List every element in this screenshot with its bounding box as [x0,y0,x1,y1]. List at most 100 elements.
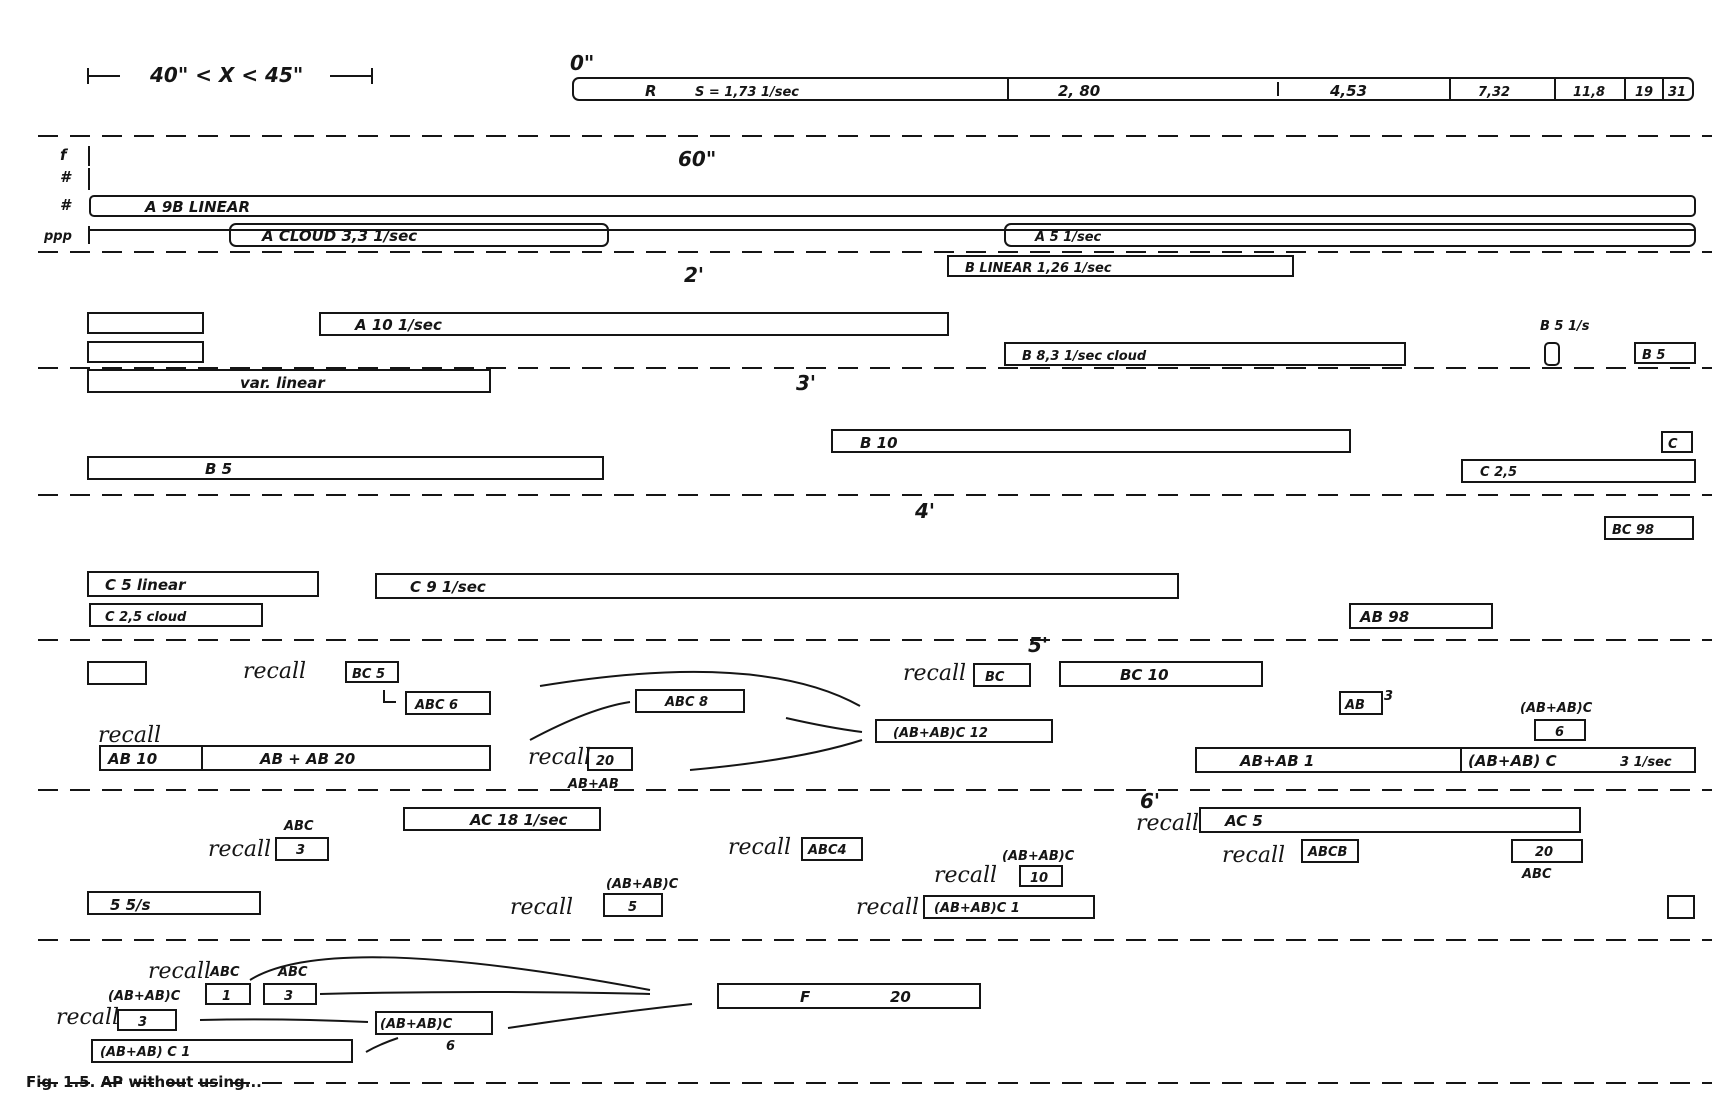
abc4-label: ABC4 [807,843,847,858]
c-cloud-label: C 2,5 cloud [105,610,187,625]
r-seg-19: 19 [1635,85,1653,100]
ab-ab-c-label-2: (AB+AB)C [606,877,679,892]
row-recall-section-2: AC 18 1/sec ABC recall 3 recall ABC4 (AB… [87,807,1695,920]
bc-box-label: BC [985,670,1005,685]
a-linear-label: A 9B LINEAR [144,198,250,216]
abc-8-label: ABC 8 [664,695,708,710]
ab-ab-c-row8-label: (AB+AB)C [108,989,181,1004]
range-indicator: 40" < X < 45" [87,63,373,87]
ab-ab-c3-label: (AB+AB) C [1468,752,1557,770]
ab-ab20-label: AB + AB 20 [259,750,355,768]
time-marker-2: 2' [684,263,704,287]
r-seg-4-53: 4,53 [1329,82,1367,100]
n5-label: 5 [628,900,637,915]
n20b-label: 20 [1535,845,1553,860]
ab10-label: AB 10 [107,750,157,768]
recall-text-9: recall [1222,843,1285,868]
b-linear-label: B LINEAR 1,26 1/sec [965,261,1112,276]
section-dividers [38,135,1712,1084]
abc-l1-label: ABC [209,965,240,980]
n20-label: 20 [596,754,614,769]
recall-text-2: recall [903,661,966,686]
f-label: F [800,988,811,1006]
recall-text-1: recall [243,659,306,684]
n3b-label: 3 [138,1015,147,1030]
ab-ab-c2-label: (AB+AB)C [380,1017,453,1032]
recall-text-8: recall [1136,811,1199,836]
r-label: R [645,82,657,100]
b-5-label: B 5 [205,460,232,478]
abcb-label: ABCB [1307,845,1348,860]
range-label: 40" < X < 45" [149,63,303,87]
recall-text-7: recall [934,863,997,888]
ac5-label: AC 5 [1224,812,1263,830]
ac18-label: AC 18 1/sec [469,811,567,829]
time-marker-60: 60" [678,147,716,171]
rate3-label: 3 1/sec [1620,755,1672,770]
recall-text-11: recall [856,895,919,920]
row-recall-section-1: recall BC 5 ABC 6 ABC 8 (AB+AB)C 12 reca… [87,659,1696,792]
n3-label: 3 [296,843,305,858]
r-rate: S = 1,73 1/sec [695,85,799,100]
n10-label: 10 [1030,871,1048,886]
dynamics-column: f # # ppp [43,146,90,244]
time-marker-4: 4' [914,499,935,523]
a-10-label: A 10 1/sec [354,316,442,334]
ab-ab-c1-row8-label: (AB+AB) C 1 [100,1045,190,1060]
time-marker-6: 6' [1140,789,1160,813]
recall-text-6: recall [728,835,791,860]
f-value: 20 [890,988,911,1006]
bc10-label: BC 10 [1120,666,1169,684]
r-seg-2-80: 2, 80 [1058,82,1100,100]
r-seg-11-8: 11,8 [1573,85,1605,100]
dynamic-f: f [60,146,69,164]
a-cloud-label: A CLOUD 3,3 1/sec [261,227,417,245]
dynamic-sharp-2: # [60,196,72,214]
row-c-5: BC 98 C 5 linear C 9 1/sec C 2,5 cloud A… [87,516,1694,629]
abc-label-1: ABC [283,819,314,834]
figure-caption: Fig. 1.5. AP without using... [26,1073,262,1091]
dynamic-ppp: ppp [43,229,72,244]
time-marker-0: 0" [570,51,594,75]
n3-row8-label: 3 [284,989,293,1004]
ab-ab-c12-label: (AB+AB)C 12 [893,726,988,741]
six-box-label: 6 [1555,725,1564,740]
s5-label: 5 5/s [110,896,151,914]
row-a-linear: A 9B LINEAR A CLOUD 3,3 1/sec A 5 1/sec … [89,195,1696,277]
recall-text-5: recall [208,837,271,862]
dynamic-sharp-1: # [60,168,72,186]
abc-sub-label: ABC [1521,867,1552,882]
ab-98-label: AB 98 [1359,608,1409,626]
recall-text-3: recall [98,723,161,748]
c-5-linear-label: C 5 linear [105,576,187,594]
recall-text-13: recall [56,1005,119,1030]
row-final-section: recall ABC ABC 1 3 (AB+AB)C recall 3 (AB… [56,956,981,1063]
ab-ab-c-label: (AB+AB)C [1520,701,1593,716]
var-linear-label: var. linear [240,374,326,392]
ab3-exponent: 3 [1384,689,1393,704]
b-10-label: B 10 [860,434,898,452]
row-b-5: B 5 B 10 C 2,5 C [87,429,1696,483]
abc6-label: ABC 6 [414,698,458,713]
ab-ab1-label: AB+AB 1 [1239,752,1314,770]
ab-ab-c1-label: (AB+AB)C 1 [934,901,1020,916]
time-marker-3: 3' [796,371,816,395]
abc-l2-label: ABC [277,965,308,980]
b-5-right-label: B 5 [1642,348,1665,363]
r-seg-31: 31 [1668,85,1686,100]
bc5-label: BC 5 [352,667,385,682]
ab-ab-sub-label: AB+AB [567,777,619,792]
c-9-label: C 9 1/sec [410,578,486,596]
c-box-label: C [1668,437,1678,452]
recall-text-10: recall [510,895,573,920]
time-marker-5: 5' [1028,633,1048,657]
ab-ab-c-label-1: (AB+AB)C [1002,849,1075,864]
b-5-sec-label: B 5 1/s [1540,319,1590,334]
n1-label: 1 [222,989,231,1004]
c-2-5-label: C 2,5 [1480,465,1517,480]
row-a-10: A 10 1/sec B 8,3 1/sec cloud var. linear… [87,312,1696,393]
ab3-label: AB [1344,698,1365,713]
b-cloud-label: B 8,3 1/sec cloud [1022,349,1147,364]
bc-98-label: BC 98 [1612,523,1654,538]
